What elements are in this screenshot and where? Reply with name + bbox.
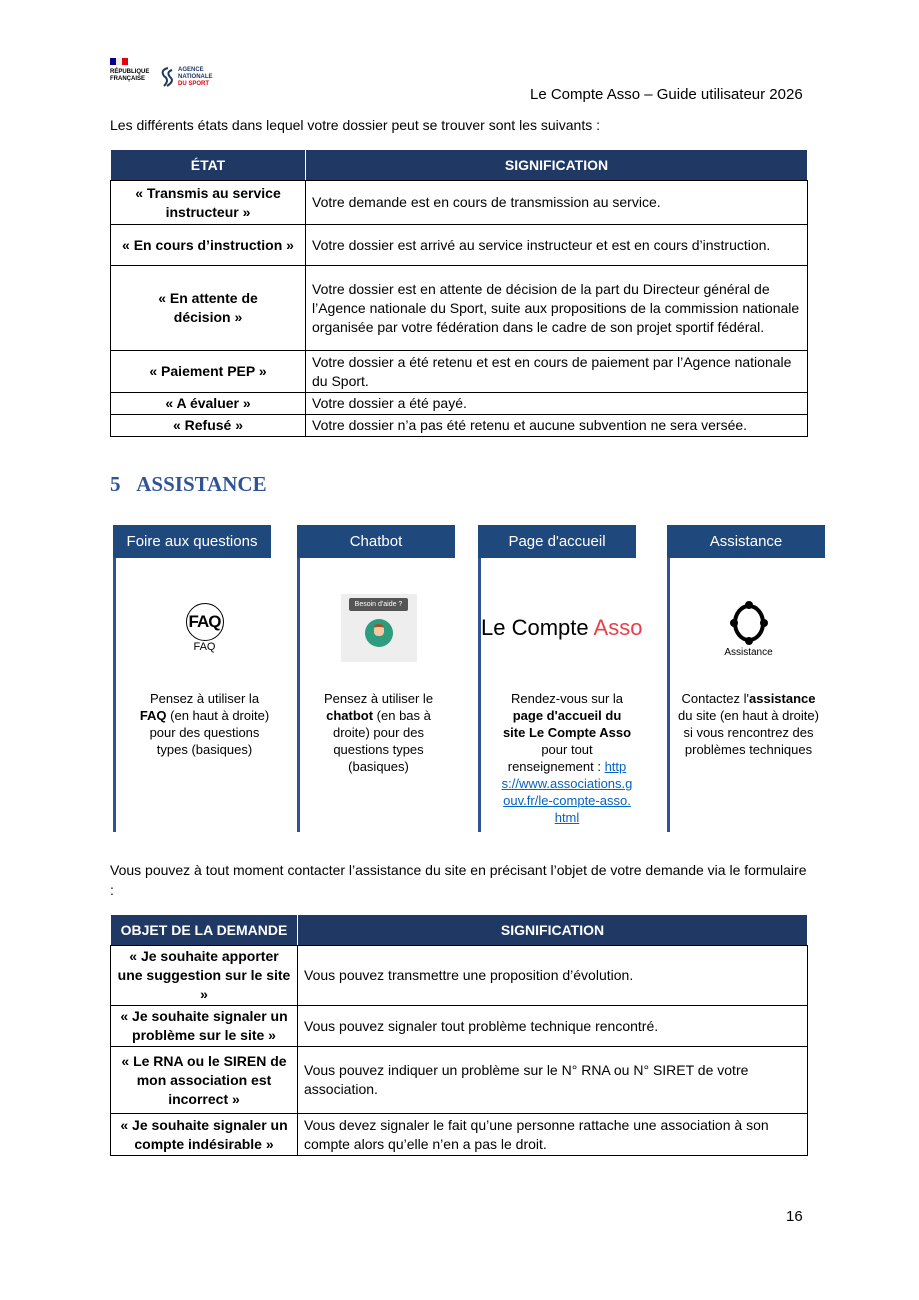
page-number: 16	[786, 1208, 803, 1225]
column-header: OBJET DE LA DEMANDE	[110, 914, 298, 946]
chatbot-icon: Besoin d'aide ?	[300, 593, 457, 663]
card-title: Foire aux questions	[113, 525, 271, 558]
meaning-cell: Votre dossier est arrivé au service inst…	[305, 224, 808, 266]
state-cell: « A évaluer »	[110, 392, 306, 415]
meaning-cell: Vous pouvez indiquer un problème sur le …	[297, 1046, 808, 1114]
meaning-cell: Vous devez signaler le fait qu’une perso…	[297, 1113, 808, 1156]
le-compte-asso-logo: Le Compte Asso	[481, 615, 643, 640]
homepage-link[interactable]: https://www.associations.gouv.fr/le-comp…	[501, 759, 633, 825]
table-row: « Paiement PEP »Votre dossier a été rete…	[110, 350, 808, 393]
request-cell: « Je souhaite signaler un problème sur l…	[110, 1005, 298, 1047]
column-header: ÉTAT	[110, 149, 306, 181]
state-cell: « En attente de décision »	[110, 265, 306, 351]
card-assistance: Assistance Assistance Contactez l'assist…	[667, 525, 827, 832]
meaning-cell: Votre demande est en cours de transmissi…	[305, 180, 808, 225]
svg-text:RÉPUBLIQUE: RÉPUBLIQUE	[110, 67, 149, 75]
card-title: Page d'accueil	[478, 525, 636, 558]
lifebuoy-icon: Assistance	[670, 593, 827, 663]
table-row: « Je souhaite apporter une suggestion su…	[110, 945, 808, 1006]
card-text: Rendez-vous sur la page d'accueil du sit…	[501, 691, 633, 825]
card-chatbot: Chatbot Besoin d'aide ? Pensez à utilise…	[297, 525, 457, 832]
meaning-cell: Votre dossier a été payé.	[305, 392, 808, 415]
faq-icon: FAQ FAQ	[116, 593, 293, 663]
card-text: Pensez à utiliser le chatbot (en bas à d…	[323, 691, 434, 774]
card-faq: Foire aux questions FAQ FAQ Pensez à uti…	[113, 525, 293, 832]
card-text: Pensez à utiliser la FAQ (en haut à droi…	[139, 691, 270, 757]
intro-text: Les différents états dans lequel votre d…	[110, 117, 601, 133]
request-cell: « Le RNA ou le SIREN de mon association …	[110, 1046, 298, 1114]
table-row: « Le RNA ou le SIREN de mon association …	[110, 1046, 808, 1114]
state-cell: « Transmis au service instructeur »	[110, 180, 306, 225]
table-row: « Je souhaite signaler un problème sur l…	[110, 1005, 808, 1047]
column-header: SIGNIFICATION	[305, 149, 808, 181]
table-row: « En attente de décision »Votre dossier …	[110, 265, 808, 351]
card-text: Contactez l'assistance du site (en haut …	[678, 691, 819, 757]
state-cell: « Refusé »	[110, 414, 306, 437]
card-title: Assistance	[667, 525, 825, 558]
meaning-cell: Votre dossier a été retenu et est en cou…	[305, 350, 808, 393]
card-homepage: Page d'accueil Le Compte Asso Rendez-vou…	[478, 525, 653, 832]
meaning-cell: Vous pouvez signaler tout problème techn…	[297, 1005, 808, 1047]
table-row: « A évaluer »Votre dossier a été payé.	[110, 392, 808, 415]
card-title: Chatbot	[297, 525, 455, 558]
section-heading: 5 ASSISTANCE	[110, 472, 267, 496]
meaning-cell: Vous pouvez transmettre une proposition …	[297, 945, 808, 1006]
contact-paragraph: Vous pouvez à tout moment contacter l’as…	[110, 862, 807, 898]
state-cell: « Paiement PEP »	[110, 350, 306, 393]
document-title: Le Compte Asso – Guide utilisateur 2026	[530, 86, 803, 103]
state-cell: « En cours d’instruction »	[110, 224, 306, 266]
svg-text:AGENCE: AGENCE	[178, 67, 204, 73]
table-row: « Transmis au service instructeur »Votre…	[110, 180, 808, 225]
meaning-cell: Votre dossier est en attente de décision…	[305, 265, 808, 351]
meaning-cell: Votre dossier n’a pas été retenu et aucu…	[305, 414, 808, 437]
request-cell: « Je souhaite signaler un compte indésir…	[110, 1113, 298, 1156]
table-row: « En cours d’instruction »Votre dossier …	[110, 224, 808, 266]
svg-text:NATIONALE: NATIONALE	[178, 74, 213, 80]
table-row: « Refusé »Votre dossier n’a pas été rete…	[110, 414, 808, 437]
header-logos: RÉPUBLIQUE FRANÇAISE AGENCE NATIONALE DU…	[110, 56, 230, 102]
column-header: SIGNIFICATION	[297, 914, 808, 946]
svg-text:DU SPORT: DU SPORT	[178, 81, 209, 87]
request-cell: « Je souhaite apporter une suggestion su…	[110, 945, 298, 1006]
svg-text:FRANÇAISE: FRANÇAISE	[110, 76, 145, 82]
table-row: « Je souhaite signaler un compte indésir…	[110, 1113, 808, 1156]
